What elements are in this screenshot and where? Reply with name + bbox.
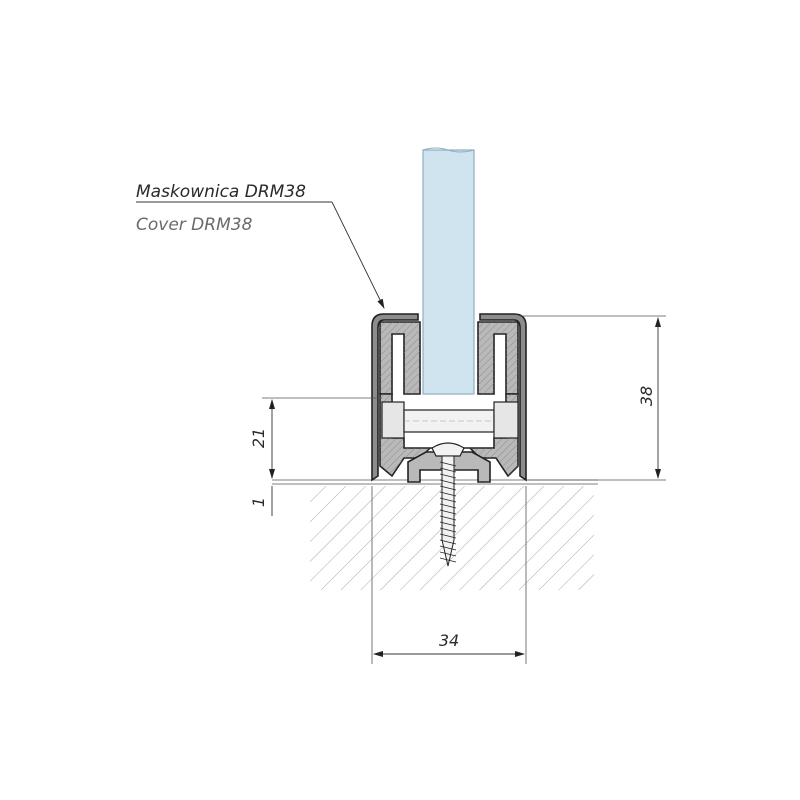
substrate <box>272 479 598 590</box>
cover-profile <box>371 313 527 482</box>
label-primary: Maskownica DRM38 <box>136 182 306 202</box>
dimension-height-bolt-label: 21 <box>249 428 268 448</box>
dimension-width <box>371 590 527 664</box>
glass-panel <box>422 147 475 395</box>
dimension-gap-label: 1 <box>249 497 268 507</box>
label-leader <box>136 201 385 309</box>
dimension-height-total-label: 38 <box>637 386 656 406</box>
dimension-height-bolt <box>262 397 382 479</box>
screw <box>431 442 465 567</box>
label-secondary: Cover DRM38 <box>136 215 253 235</box>
dimension-width-label: 34 <box>439 631 459 650</box>
dimension-height-total <box>520 315 666 481</box>
bolt <box>381 401 519 439</box>
